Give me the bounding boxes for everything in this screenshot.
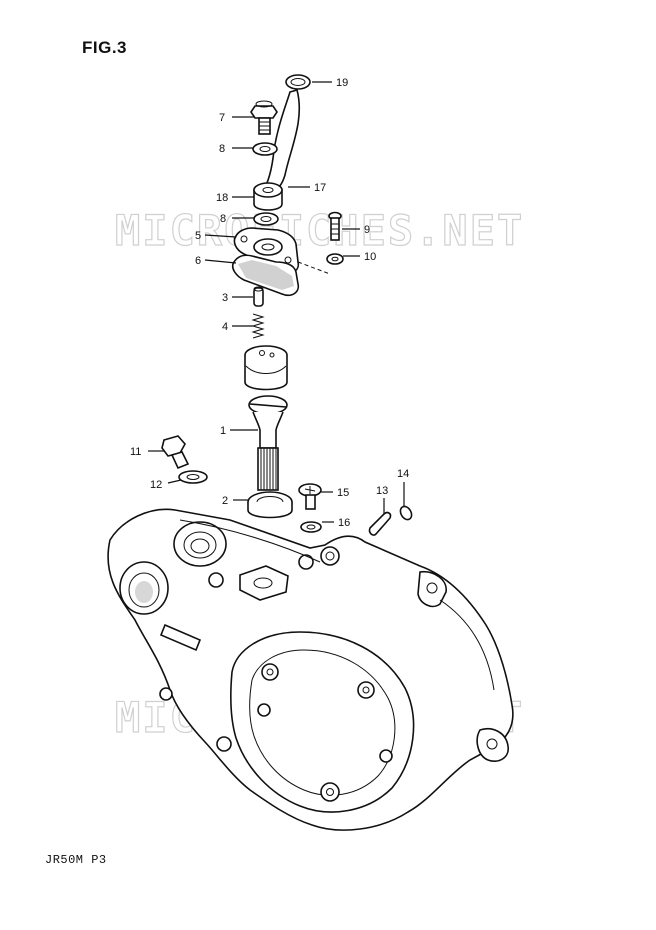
washer-lower-part <box>253 212 279 226</box>
pump-shaft-part <box>248 395 288 491</box>
washer-upper-part <box>252 142 278 156</box>
screw-15-part <box>298 483 322 510</box>
figure-code: JR50M P3 <box>45 853 107 867</box>
screw-9-part <box>328 211 342 241</box>
washer-12-part <box>178 470 208 484</box>
callout-2: 2 <box>222 495 228 507</box>
washer-16-part <box>300 521 322 533</box>
callout-7: 7 <box>219 112 225 124</box>
callout-6: 6 <box>195 255 201 267</box>
callout-17: 18 <box>216 192 228 204</box>
callout-9: 9 <box>364 224 370 236</box>
dowel-pin-part <box>368 511 392 536</box>
callout-14: 14 <box>397 468 409 480</box>
callout-3: 3 <box>222 292 228 304</box>
washer-10-part <box>326 253 344 265</box>
callout-4: 4 <box>222 321 228 333</box>
callout-16: 16 <box>338 517 350 529</box>
callout-15: 15 <box>337 487 349 499</box>
spring-part <box>251 313 265 339</box>
leader-lines <box>148 81 405 523</box>
callout-10: 10 <box>364 251 376 263</box>
pin-part <box>253 286 264 307</box>
callout-13: 13 <box>376 485 388 497</box>
o-ring-part <box>399 505 413 521</box>
gasket-part <box>231 254 300 297</box>
callout-12: 12 <box>150 479 162 491</box>
bolt-11-part <box>161 435 190 470</box>
callout-5: 5 <box>195 230 201 242</box>
hose-part <box>260 74 311 193</box>
callout-8b: 8 <box>220 213 226 225</box>
assembly-dashline <box>297 261 331 275</box>
banjo-fitting-part <box>253 182 283 211</box>
callout-labels: 19 7 8 18 17 8 5 6 9 10 3 4 1 11 12 2 15… <box>130 77 409 529</box>
callout-1: 1 <box>220 425 226 437</box>
callout-18: 17 <box>314 182 326 194</box>
banjo-bolt-part <box>250 100 278 135</box>
callout-11: 11 <box>130 446 141 458</box>
callout-8a: 8 <box>219 143 225 155</box>
crankcase-cover <box>107 508 514 831</box>
plunger-body-part <box>244 345 288 391</box>
oil-seal-part <box>247 491 293 519</box>
watermark-top: MICROFICHES.NET <box>115 206 524 255</box>
callout-19: 19 <box>336 77 348 89</box>
figure-title: FIG.3 <box>82 38 128 57</box>
